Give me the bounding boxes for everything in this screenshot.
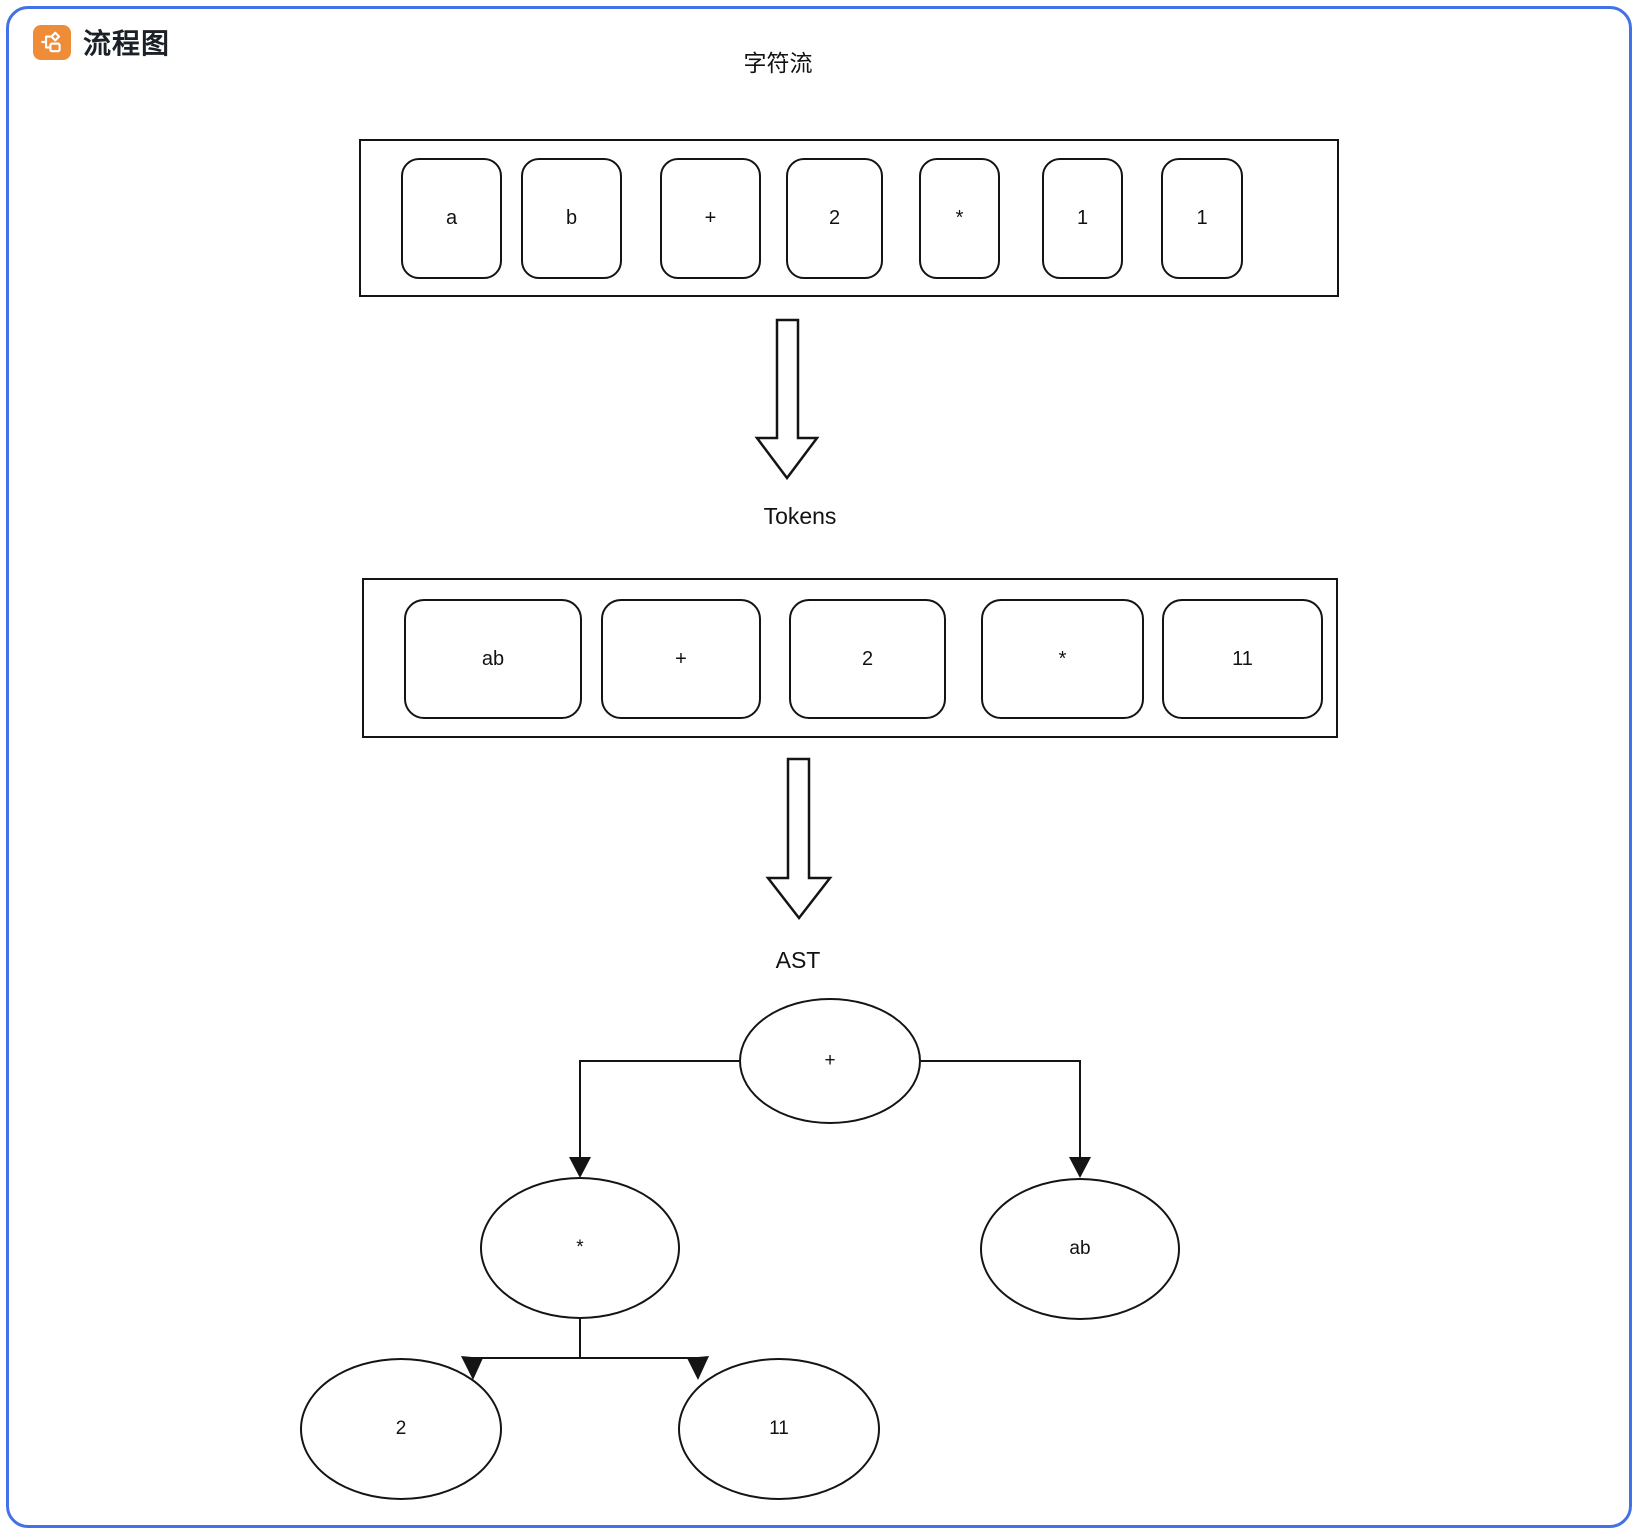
- char-cell: a: [401, 158, 502, 279]
- char-cell: *: [919, 158, 1000, 279]
- char-stream-box: a b + 2 * 1 1: [359, 139, 1339, 297]
- ast-title: AST: [775, 947, 821, 973]
- ast-node-ab: ab: [980, 1178, 1180, 1320]
- ast-node-mul: *: [480, 1177, 680, 1319]
- token-cell: *: [981, 599, 1144, 719]
- header: 流程图: [33, 22, 170, 62]
- char-cell: +: [660, 158, 761, 279]
- token-cell: ab: [404, 599, 582, 719]
- char-cell: 2: [786, 158, 883, 279]
- char-cell: 1: [1161, 158, 1243, 279]
- ast-node-plus: +: [739, 998, 921, 1124]
- token-cell: 11: [1162, 599, 1323, 719]
- token-stream-box: ab + 2 * 11: [362, 578, 1338, 738]
- token-cell: +: [601, 599, 761, 719]
- char-stream-title: 字符流: [743, 50, 813, 76]
- tokens-title: Tokens: [763, 503, 837, 529]
- ast-node-eleven: 11: [678, 1358, 880, 1500]
- char-cell: b: [521, 158, 622, 279]
- token-cell: 2: [789, 599, 946, 719]
- page-title: 流程图: [83, 28, 171, 59]
- ast-node-two: 2: [300, 1358, 502, 1500]
- flowchart-icon: [33, 24, 71, 60]
- char-cell: 1: [1042, 158, 1123, 279]
